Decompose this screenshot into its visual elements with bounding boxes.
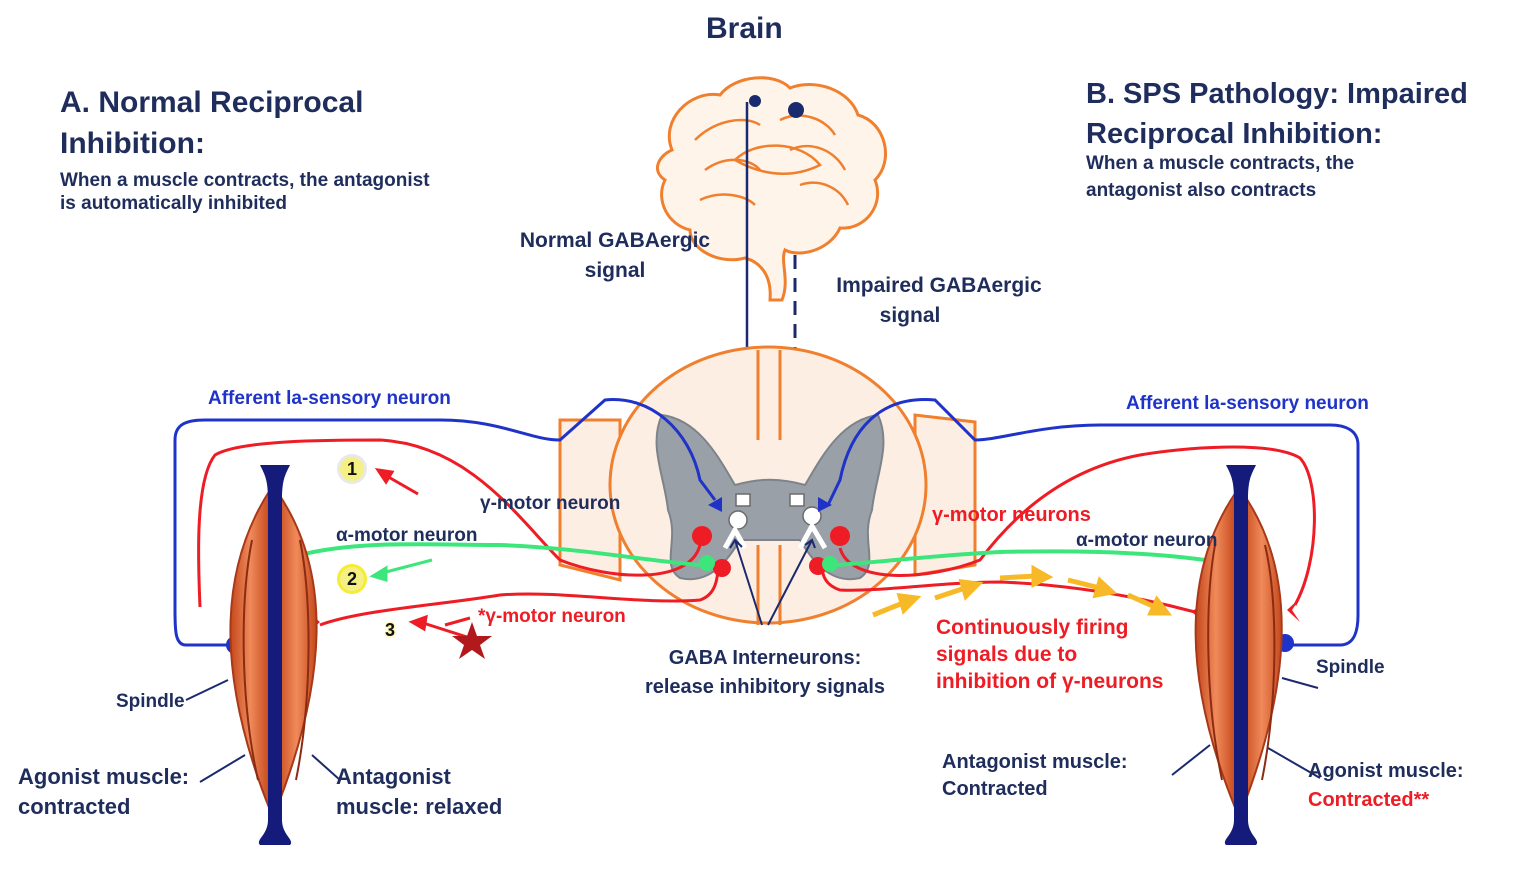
right-alpha-neuron-path	[834, 549, 1226, 567]
left-alpha-soma	[699, 555, 715, 571]
page-title: Brain	[706, 12, 783, 45]
right-antagonist-label-2: Contracted	[942, 778, 1048, 800]
panel-a-heading-2: Inhibition:	[60, 127, 205, 160]
left-direction-arrows	[369, 468, 471, 640]
gaba-interneuron-right	[789, 493, 828, 550]
right-afferent-neuron-path	[826, 398, 1360, 647]
right-gamma-lower-terminal-icon	[1192, 600, 1205, 624]
right-agonist-label-1: Agonist muscle:	[1308, 760, 1464, 782]
left-gamma-soma-2	[713, 559, 731, 577]
impaired-gabaergic-label-1: Impaired GABAergic	[836, 274, 1042, 297]
right-gamma-label: γ-motor neurons	[932, 504, 1091, 526]
right-antagonist-label-1: Antagonist muscle:	[942, 751, 1128, 773]
gray-matter	[655, 413, 885, 581]
right-firing-label-3: inhibition of γ-neurons	[936, 670, 1164, 693]
interneuron-pointer-arrows	[729, 538, 816, 626]
panel-a-desc-2: is automatically inhibited	[60, 193, 287, 214]
left-gamma-lower-path	[319, 564, 720, 627]
left-alpha-label: α-motor neuron	[336, 525, 478, 546]
right-bone	[1224, 465, 1258, 845]
right-agonist-label-2: Contracted**	[1308, 789, 1430, 811]
step-badge-2: 2	[340, 567, 364, 591]
left-antagonist-label-1: Antagonist	[336, 764, 451, 789]
step-badge-3: 3	[384, 620, 395, 640]
left-afferent-neuron-path	[173, 398, 717, 647]
continuous-firing-arrows	[872, 564, 1173, 618]
right-spindle-label: Spindle	[1316, 657, 1385, 678]
left-muscle	[229, 486, 318, 811]
panel-b-desc-1: When a muscle contracts, the	[1086, 153, 1355, 174]
left-gamma-star-label: *γ-motor neuron	[478, 606, 626, 627]
right-label-pointers	[1171, 677, 1321, 779]
left-antagonist-label-2: muscle: relaxed	[336, 794, 503, 819]
normal-gabaergic-label-2: signal	[584, 259, 646, 282]
gaba-interneurons-label-1: GABA Interneurons:	[668, 647, 862, 669]
normal-gabaergic-label-1: Normal GABAergic	[519, 229, 711, 252]
left-alpha-neuron-path	[299, 542, 701, 567]
right-muscle	[1194, 488, 1283, 811]
panel-b-heading-2: Reciprocal Inhibition:	[1086, 118, 1383, 150]
right-alpha-label: α-motor neuron	[1076, 530, 1218, 551]
left-agonist-label-2: contracted	[18, 794, 131, 819]
star-icon	[452, 622, 492, 659]
left-gamma-label: γ-motor neuron	[480, 493, 621, 514]
brain-neuron-icon	[749, 95, 804, 118]
right-afferent-label: Afferent la-sensory neuron	[1126, 393, 1369, 414]
panel-a-desc-1: When a muscle contracts, the antagonist	[60, 170, 430, 191]
right-firing-label-2: signals due to	[936, 643, 1078, 666]
right-alpha-soma	[822, 556, 838, 572]
gaba-interneuron-left	[722, 493, 751, 550]
right-firing-label-1: Continuously firing	[936, 616, 1129, 639]
left-spindle-label: Spindle	[116, 691, 185, 712]
impaired-gabaergic-label-2: signal	[879, 304, 941, 327]
right-gamma-neuron-path	[838, 445, 1316, 606]
panel-a-heading-1: A. Normal Reciprocal	[60, 86, 364, 119]
left-afferent-label: Afferent la-sensory neuron	[208, 388, 451, 409]
left-label-pointers	[185, 679, 341, 783]
spinal-cord	[558, 345, 977, 625]
left-afferent-synapse-icon	[708, 497, 722, 512]
left-gamma-neuron-path	[197, 438, 702, 608]
panel-b-heading-1: B. SPS Pathology: Impaired	[1086, 78, 1468, 110]
step-badge-1: 1	[340, 457, 364, 481]
right-gamma-soma	[830, 526, 850, 546]
gaba-interneurons-label-2: release inhibitory signals	[644, 676, 886, 698]
left-agonist-label-1: Agonist muscle:	[18, 764, 190, 789]
right-gamma-terminal-icon	[1287, 598, 1300, 622]
brain-icon	[655, 76, 887, 302]
left-bone	[258, 465, 292, 845]
left-gamma-soma	[692, 526, 712, 546]
right-afferent-synapse-icon	[818, 497, 832, 512]
panel-b-desc-2: antagonist also contracts	[1086, 180, 1317, 201]
